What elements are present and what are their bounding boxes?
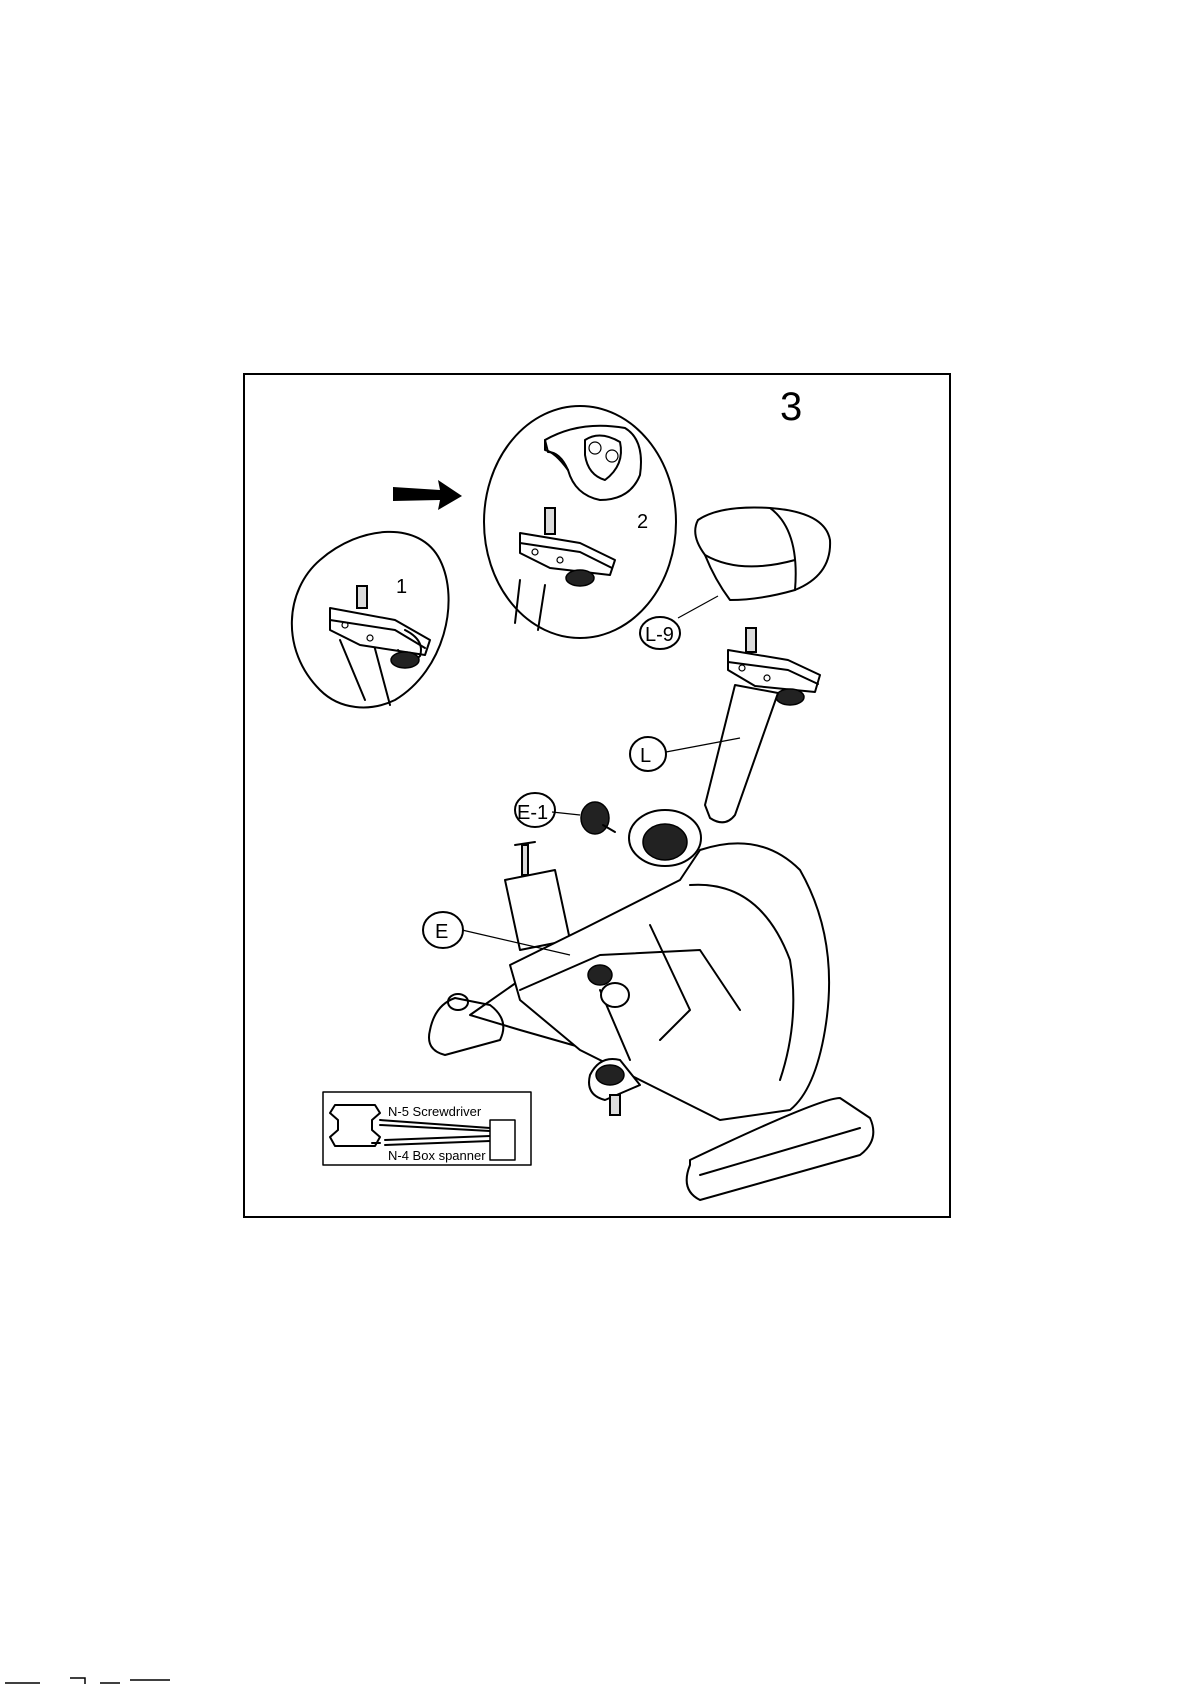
seat bbox=[695, 508, 830, 601]
step-number: 3 bbox=[780, 385, 802, 429]
arrow-icon bbox=[393, 480, 462, 510]
knob-label: E-1 bbox=[517, 802, 548, 824]
seat-label: L-9 bbox=[645, 624, 674, 646]
box-spanner-label: N-4 Box spanner bbox=[388, 1148, 486, 1163]
post-label: L bbox=[640, 745, 651, 767]
screwdriver-label: N-5 Screwdriver bbox=[388, 1104, 482, 1119]
seat-post bbox=[705, 628, 820, 822]
detail-2-label: 2 bbox=[637, 511, 648, 533]
detail-1-label: 1 bbox=[396, 576, 407, 598]
crop-marks bbox=[0, 1676, 180, 1685]
knob bbox=[581, 802, 615, 834]
detail-circle-1 bbox=[292, 532, 449, 708]
frame-label: E bbox=[435, 921, 448, 943]
